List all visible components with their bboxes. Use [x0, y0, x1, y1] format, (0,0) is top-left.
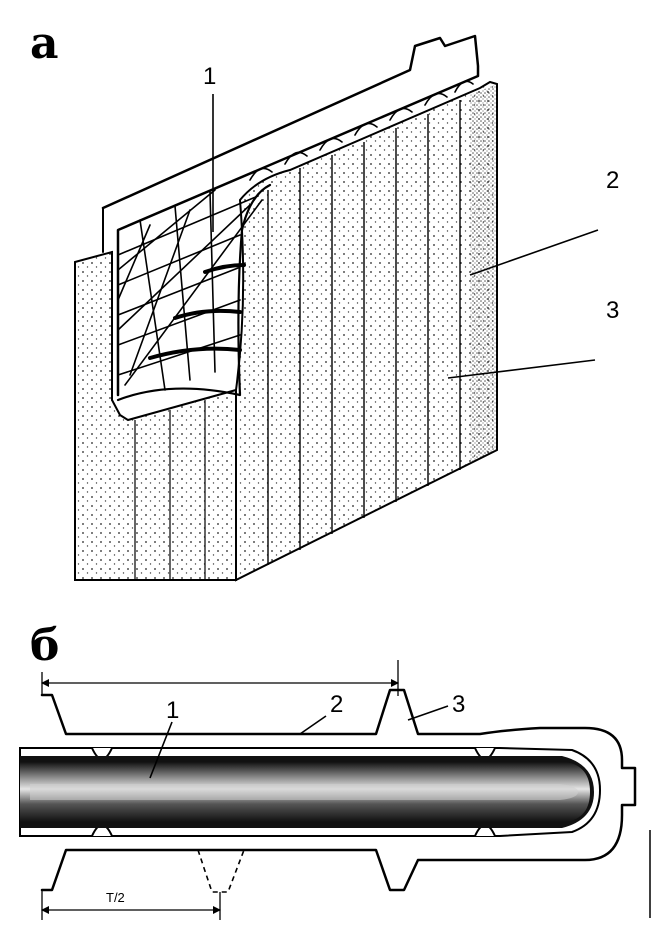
panel-a-letter: а: [30, 18, 59, 69]
separator-ribs: [267, 100, 461, 565]
leader-b-1: [149, 721, 173, 779]
label-b-1: 1: [166, 697, 179, 724]
separator-edge-dense: [470, 84, 497, 462]
leader-b-2: [299, 715, 327, 735]
separator-sheet: [235, 80, 498, 582]
label-a-1: 1: [203, 63, 216, 90]
leader-b-3: [407, 705, 449, 721]
plate-curved-wires: [148, 263, 246, 360]
left-strip-lines: [134, 400, 206, 580]
panel-b-letter: б: [30, 620, 59, 671]
leader-a-2: [469, 229, 599, 276]
panel-b: б T/2 1 2 3: [19, 620, 651, 920]
separator-left-strip: [74, 250, 237, 581]
dimension-label: T/2: [106, 890, 125, 905]
plate-grid-cells: [117, 75, 479, 391]
label-a-2: 2: [606, 167, 619, 194]
label-a-3: 3: [606, 297, 619, 324]
dashed-insert: [197, 849, 245, 893]
separator-peeled-edge: [116, 183, 272, 402]
electrode-rod-highlight: [30, 784, 578, 800]
leader-a-3: [447, 359, 596, 379]
separator-profile-top: [40, 688, 637, 892]
label-b-2: 2: [330, 691, 343, 718]
label-b-3: 3: [452, 691, 465, 718]
panel-a: а: [30, 18, 619, 582]
plate-lug-edge: [102, 207, 113, 401]
